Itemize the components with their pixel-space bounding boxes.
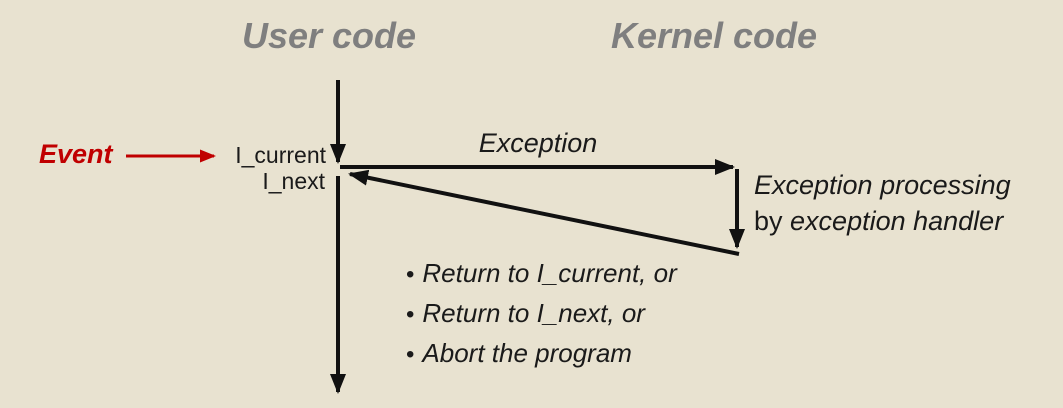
i-current-label: I_current	[235, 142, 326, 168]
exception-processing-line2: by exception handler	[754, 203, 1011, 239]
return-transfer-arrow	[348, 169, 740, 256]
outcome-return-next: Return to I_next, or	[422, 298, 645, 328]
exception-processing-line1: Exception processing	[754, 170, 1011, 200]
kernel-code-title: Kernel code	[610, 15, 818, 56]
bullet-icon: •	[406, 261, 415, 288]
return-outcomes-list: • Return to I_current, or • Return to I_…	[406, 258, 677, 378]
event-label: Event	[39, 139, 113, 169]
outcome-abort: Abort the program	[422, 338, 632, 368]
list-item: • Abort the program	[406, 338, 677, 378]
exception-label: Exception	[478, 128, 598, 158]
list-item: • Return to I_current, or	[406, 258, 677, 298]
exception-processing-note: Exception processing by exception handle…	[754, 167, 1011, 239]
user-code-title: User code	[241, 15, 417, 56]
list-item: • Return to I_next, or	[406, 298, 677, 338]
exception-processing-line2-italic: exception handler	[790, 206, 1004, 236]
exception-processing-line2-prefix: by	[754, 206, 791, 236]
i-next-label: I_next	[262, 168, 325, 194]
outcome-return-current: Return to I_current, or	[422, 258, 677, 288]
bullet-icon: •	[406, 301, 415, 328]
bullet-icon: •	[406, 341, 415, 368]
